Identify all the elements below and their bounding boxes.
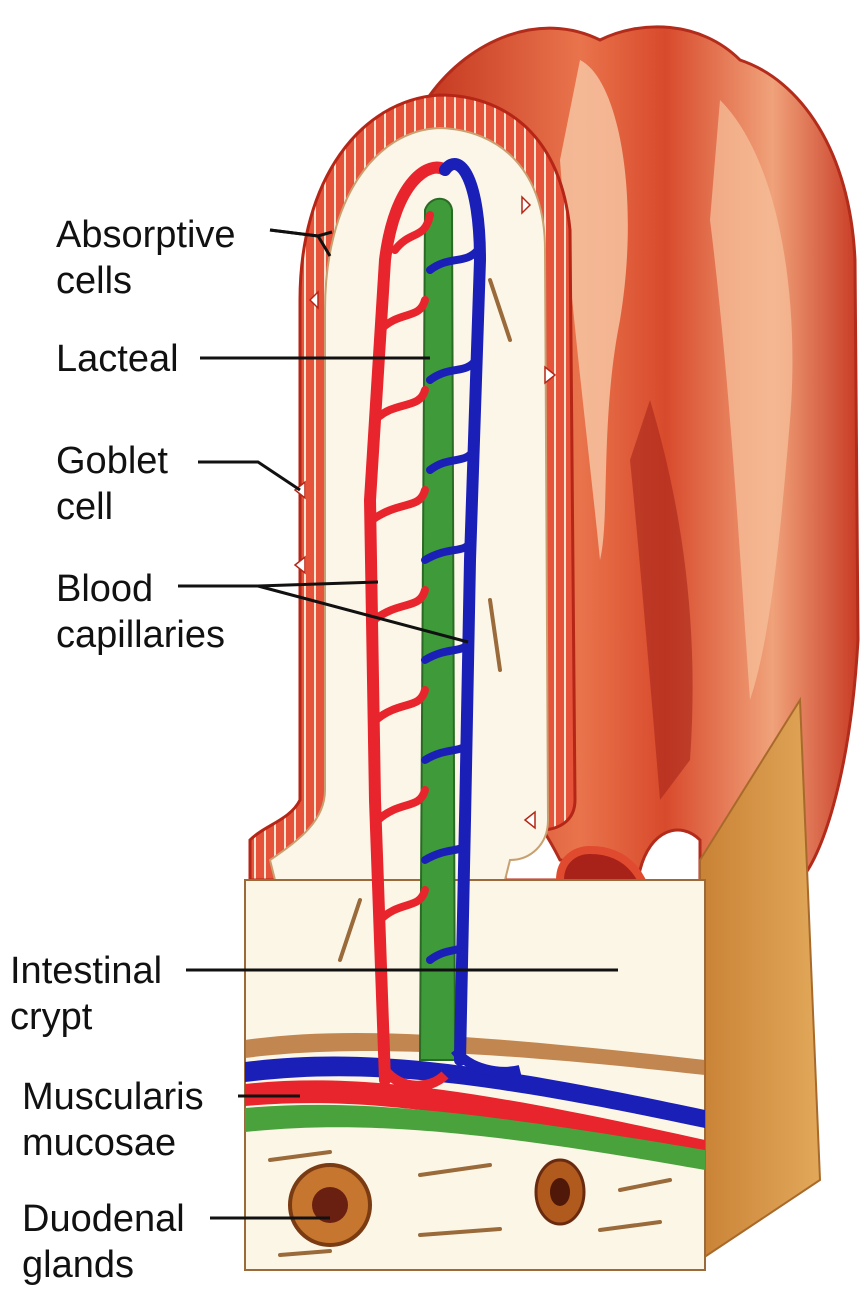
- duodenal-gland-core: [550, 1178, 570, 1206]
- leader-goblet-cell: [198, 462, 300, 490]
- label-absorptive-cells: Absorptive cells: [56, 212, 236, 304]
- label-blood-capillaries: Blood capillaries: [56, 566, 225, 658]
- label-lacteal: Lacteal: [56, 336, 179, 382]
- label-goblet-cell: Goblet cell: [56, 438, 168, 530]
- label-muscularis-mucosae: Muscularis mucosae: [22, 1074, 204, 1166]
- label-intestinal-crypt: Intestinal crypt: [10, 948, 162, 1040]
- label-duodenal-glands: Duodenal glands: [22, 1196, 185, 1288]
